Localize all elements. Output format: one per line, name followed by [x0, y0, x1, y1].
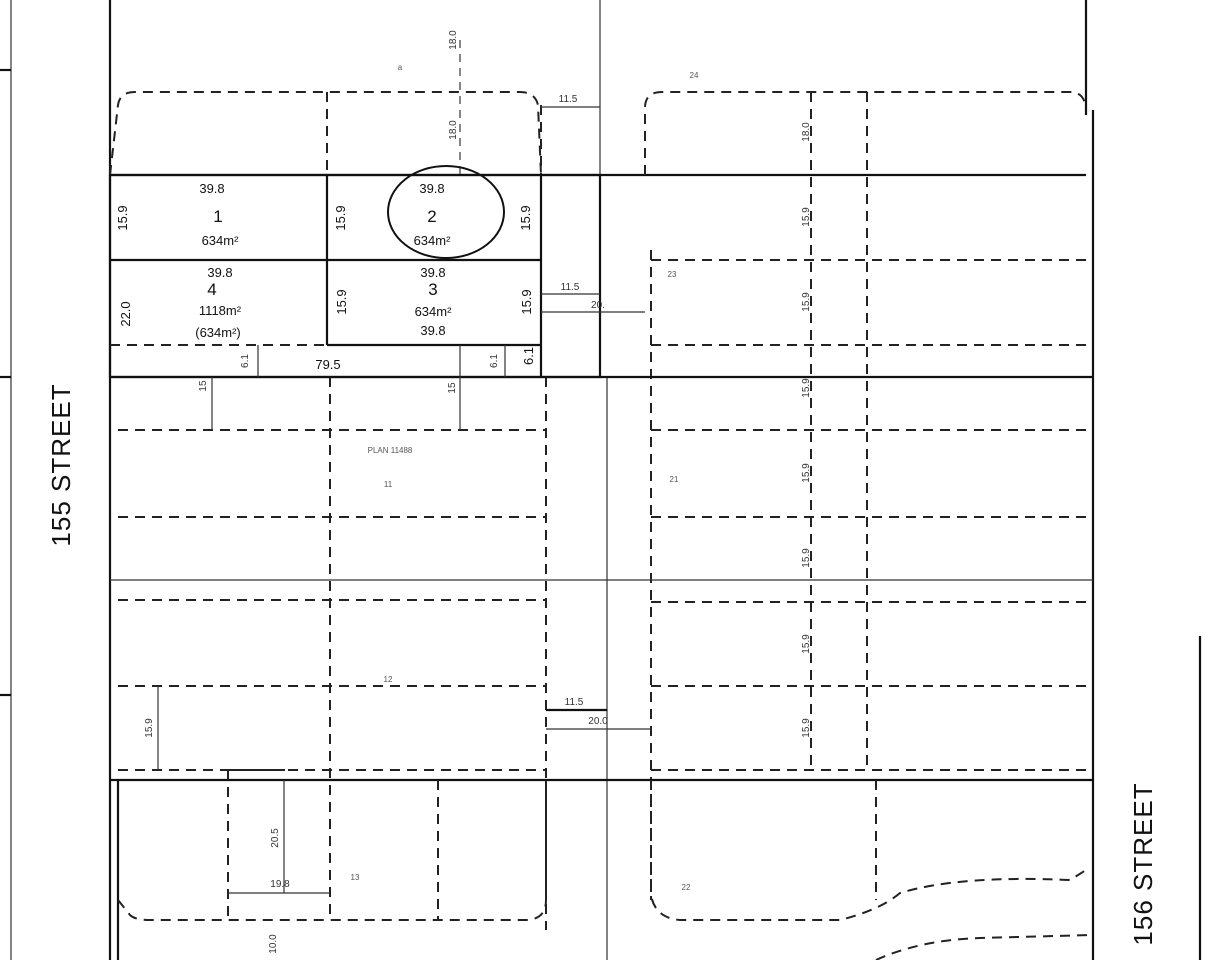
lot-2-right-depth: 15.9 [518, 205, 533, 230]
lot-4-area-alt: (634m²) [195, 325, 241, 340]
lot-4-depth: 22.0 [118, 301, 133, 326]
lot-3-width-top: 39.8 [420, 265, 445, 280]
lot-2-area: 634m² [414, 233, 452, 248]
lot-note: 13 [351, 873, 360, 882]
dim-10-0: 10.0 [268, 934, 279, 954]
east-dim: 18.0 [801, 122, 812, 142]
lot-3-area: 634m² [415, 304, 453, 319]
block-nw-dashed [109, 91, 542, 176]
total-width-dim: 79.5 [315, 357, 340, 372]
dim-18-top: 18.0 [448, 30, 459, 50]
lot-1-width: 39.8 [199, 181, 224, 196]
lot-1-area: 634m² [202, 233, 240, 248]
east-dim: 15.9 [801, 207, 812, 227]
lot-note: 21 [670, 475, 679, 484]
lot-note: 12 [384, 675, 393, 684]
strip-dim: 6.1 [521, 347, 536, 365]
east-dim: 15.9 [801, 463, 812, 483]
dim-20-5: 20.5 [270, 828, 281, 848]
dim-19-8: 19.8 [270, 879, 290, 890]
lot-1-depth: 15.9 [115, 205, 130, 230]
lot-3-width-bottom: 39.8 [420, 323, 445, 338]
street-name-east: 156 STREET [1128, 782, 1158, 945]
lot-3-left-depth: 15.9 [334, 289, 349, 314]
strip-dim: 6.1 [489, 354, 500, 368]
lot-note: 22 [682, 883, 691, 892]
lot-3-right-depth: 15.9 [519, 289, 534, 314]
lot-note: a [398, 63, 403, 72]
lot-1-number: 1 [213, 207, 222, 226]
lot-2-circle-highlight [387, 165, 505, 259]
lane-dim-low: 11.5 [565, 697, 584, 708]
lane-width-dim: 20. [591, 300, 605, 311]
east-dim: 15.9 [801, 718, 812, 738]
lot-4-width: 39.8 [207, 265, 232, 280]
strip-dim: 6.1 [240, 354, 251, 368]
lot-note: 24 [690, 71, 699, 80]
dim-18-mid: 18.0 [448, 120, 459, 140]
lot-4-number: 4 [207, 280, 216, 299]
lane-width-dim-low: 20.0 [588, 716, 608, 727]
west-dim-low: 15.9 [144, 718, 155, 738]
east-dim: 15.9 [801, 634, 812, 654]
block-se-dashed [650, 780, 1087, 921]
lot-4-area: 1118m² [199, 303, 242, 318]
lot-note: 11 [384, 480, 393, 489]
east-dim: 15.9 [801, 292, 812, 312]
lot-2-number: 2 [427, 207, 436, 226]
lot-2-depth: 15.9 [333, 205, 348, 230]
east-dim: 15.9 [801, 548, 812, 568]
plan-reference: PLAN 11488 [368, 446, 413, 455]
setback-dim: 15 [447, 382, 458, 394]
lane-dim-mid: 11.5 [561, 282, 580, 293]
setback-dim: 15 [198, 380, 209, 392]
subject-parcel-outline [108, 173, 602, 379]
lot-2-width: 39.8 [419, 181, 444, 196]
lane-dim-top: 11.5 [559, 94, 578, 105]
lot-3-number: 3 [428, 280, 437, 299]
lot-note: 23 [668, 270, 677, 279]
street-name-west: 155 STREET [46, 383, 76, 546]
block-sw-dashed [117, 780, 547, 921]
block-ne-dashed [644, 91, 1087, 175]
curve-dashed [875, 934, 1094, 960]
east-dim: 15.9 [801, 378, 812, 398]
